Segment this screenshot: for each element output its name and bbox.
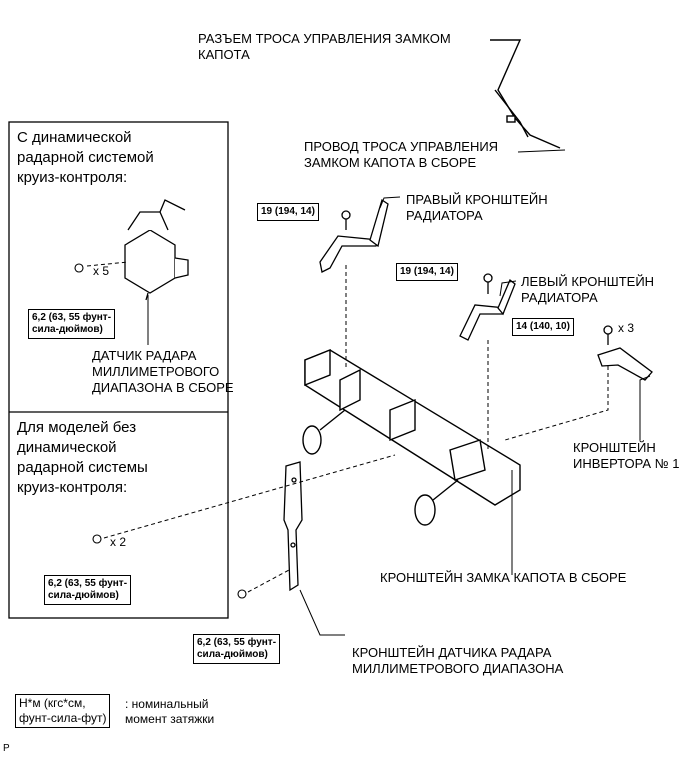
bolt-icons [74, 263, 247, 599]
right-radiator-bracket-icon [319, 198, 389, 273]
left-radiator-bracket-icon [459, 273, 516, 341]
radar-sensor-assembly-label: ДАТЧИК РАДАРА МИЛЛИМЕТРОВОГО ДИАПАЗОНА В… [92, 348, 234, 395]
hood-lock-bracket-label: КРОНШТЕЙН ЗАМКА КАПОТА В СБОРЕ [380, 570, 627, 585]
torque-inverter: 14 (140, 10) [512, 318, 574, 336]
side-panel-frame [8, 121, 229, 619]
hood-lock-cable-icon [490, 39, 566, 153]
multiplier-sensor-without: x 2 [110, 535, 127, 549]
hood-lock-support-bracket-icon [302, 348, 521, 526]
radar-sensor-bracket-label: КРОНШТЕЙН ДАТЧИКА РАДАРА МИЛЛИМЕТРОВОГО … [352, 645, 564, 676]
torque-sensor-with: 6,2 (63, 55 фунт- сила-дюймов) [28, 309, 116, 339]
radar-sensor-assembly-icon [124, 199, 189, 301]
legend-text: : номинальный момент затяжки [125, 697, 215, 726]
legend-box: Н*м (кгс*см, фунт-сила-фут) [15, 694, 111, 728]
right-radiator-bracket-label: ПРАВЫЙ КРОНШТЕЙН РАДИАТОРА [406, 192, 548, 223]
multiplier-sensor-with: x 5 [93, 264, 110, 278]
inverter-bracket-icon [597, 325, 653, 381]
hood-lock-cable-connector-label: РАЗЪЕМ ТРОСА УПРАВЛЕНИЯ ЗАМКОМ КАПОТА [198, 31, 451, 62]
radar-sensor-bracket-icon [283, 461, 303, 592]
torque-bracket-bottom: 6,2 (63, 55 фунт- сила-дюймов) [193, 634, 281, 664]
torque-sensor-without: 6,2 (63, 55 фунт- сила-дюймов) [44, 575, 132, 605]
hood-lock-cable-wire-label: ПРОВОД ТРОСА УПРАВЛЕНИЯ ЗАМКОМ КАПОТА В … [304, 139, 499, 170]
torque-left-bracket: 19 (194, 14) [396, 263, 458, 281]
dashed-guides [86, 261, 609, 593]
inverter-bracket-label: КРОНШТЕЙН ИНВЕРТОРА № 1 [573, 440, 680, 471]
figure-code: P [3, 743, 10, 754]
leader-lines [147, 196, 651, 636]
panel-without-cruise-title: Для моделей без динамической радарной си… [17, 419, 148, 496]
panel-with-cruise-title: С динамической радарной системой круиз-к… [17, 129, 154, 186]
left-radiator-bracket-label: ЛЕВЫЙ КРОНШТЕЙН РАДИАТОРА [521, 274, 655, 305]
multiplier-inverter: x 3 [618, 321, 635, 335]
torque-right-bracket: 19 (194, 14) [257, 203, 319, 221]
